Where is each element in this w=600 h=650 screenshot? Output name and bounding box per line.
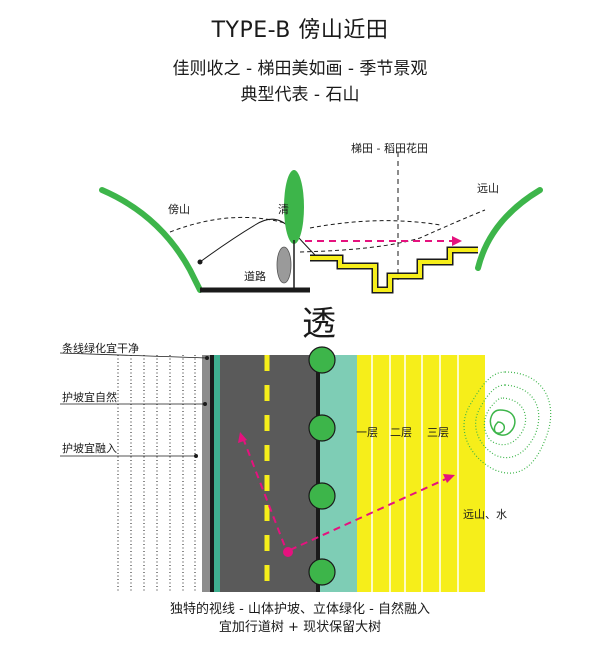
road-edge — [316, 355, 320, 592]
label-planting: 条线绿化宜干净 — [62, 342, 139, 355]
leader-planting — [59, 352, 208, 359]
label-slope-blend: 护坡宜融入 — [62, 442, 117, 455]
viewpoint — [283, 547, 293, 557]
street-tree — [308, 558, 336, 586]
label-tree: 清 — [278, 203, 289, 216]
verge-grey — [202, 355, 210, 592]
far-mountain-contours — [463, 371, 552, 474]
verge-dark — [210, 355, 214, 592]
tree-canopy — [284, 170, 304, 244]
cross-section — [99, 152, 543, 294]
street-tree — [308, 346, 336, 374]
near-mountain-slope — [99, 187, 203, 293]
planting-lines — [117, 355, 196, 592]
caption-line-1: 独特的视线 - 山体护坡、立体绿化 - 自然融入 — [170, 602, 430, 617]
sight-arrow-head — [452, 236, 462, 246]
verge-teal — [214, 355, 220, 592]
sight-arc-far — [299, 209, 486, 253]
sight-arc — [169, 217, 301, 233]
leader-dot — [203, 402, 207, 406]
plan-sight-arrowhead-2 — [443, 474, 455, 483]
slope-profile — [199, 218, 319, 263]
label-tier-1: 一层 — [356, 426, 378, 439]
page-title: TYPE-B 傍山近田 — [211, 18, 389, 43]
label-tier-2: 二层 — [390, 426, 412, 439]
label-road: 道路 — [244, 270, 266, 283]
plan-sight-line-2 — [289, 477, 449, 551]
slope-point — [197, 259, 203, 265]
street-tree — [308, 414, 336, 442]
far-mountain-contours-solid — [489, 409, 516, 436]
label-terrace: 梯田 - 稻田花田 — [351, 142, 428, 155]
terrace-dividers — [371, 355, 459, 592]
label-far: 远山、水 — [463, 508, 507, 521]
label-near-mountain: 傍山 — [168, 203, 190, 216]
caption-line-2: 宜加行道树 + 现状保留大树 — [218, 620, 382, 635]
leader-dot — [205, 356, 209, 360]
page-subtitle-2: 典型代表 - 石山 — [240, 85, 360, 105]
terrace-steps-fill — [310, 248, 478, 292]
plan-view — [59, 346, 552, 592]
sight-arc-far-2 — [309, 220, 441, 229]
plan-sight-line-1 — [242, 437, 288, 553]
center-label: 透 — [302, 304, 336, 344]
plan-sight-arrowhead-1 — [238, 432, 247, 443]
label-tier-3: 三层 — [427, 426, 449, 439]
page-subtitle: 佳则收之 - 梯田美如画 - 季节景观 — [172, 59, 428, 79]
shrub — [276, 246, 292, 284]
terrace-fields — [357, 355, 485, 592]
label-slope-natural: 护坡宜自然 — [62, 391, 117, 404]
slope-band — [320, 355, 357, 592]
leader-dot — [194, 454, 198, 458]
street-tree — [308, 482, 336, 510]
label-far-mountain: 远山 — [477, 182, 499, 195]
far-mountain-slope — [475, 187, 543, 271]
